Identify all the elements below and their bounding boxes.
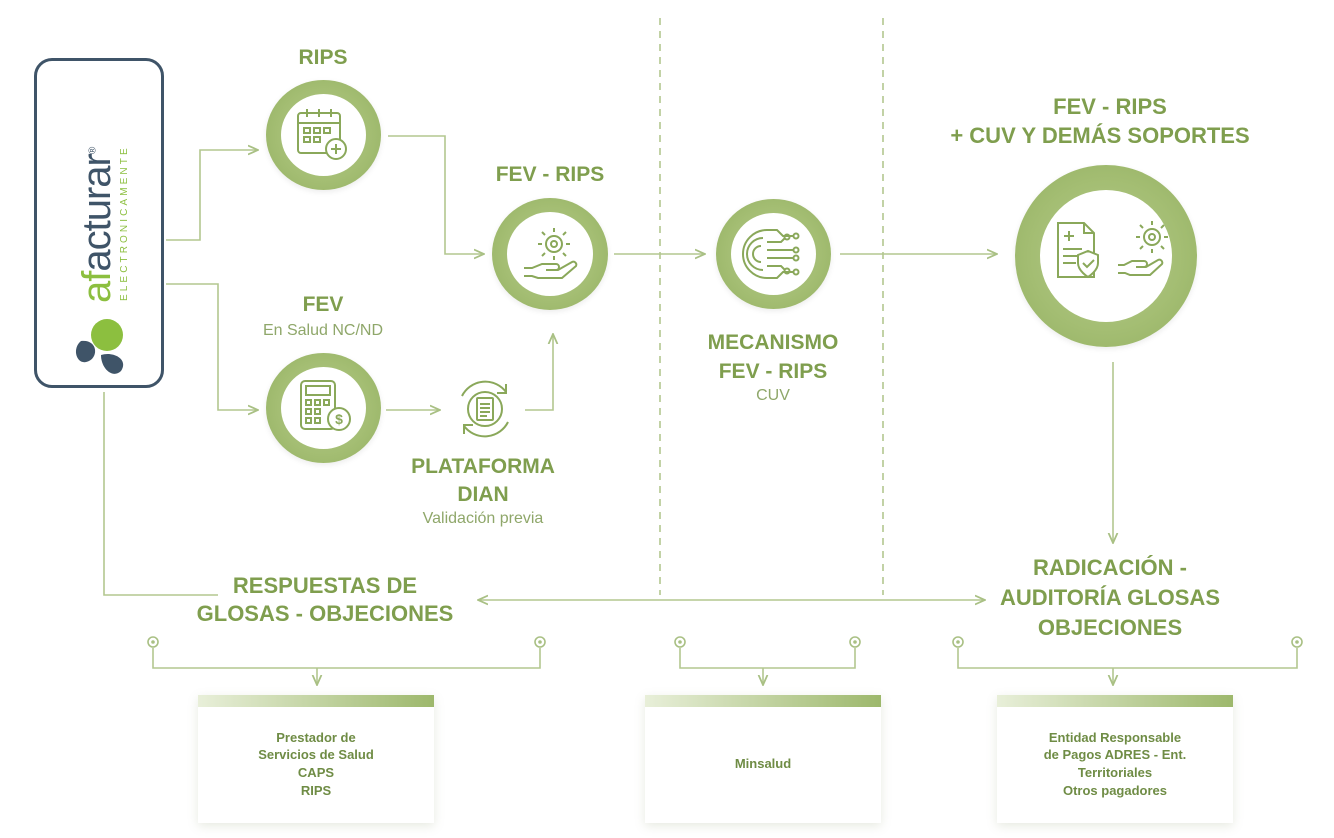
card-entidad: Entidad Responsable de Pagos ADRES - Ent… bbox=[997, 695, 1233, 823]
rips-title: RIPS bbox=[298, 46, 348, 69]
document-shield-gear-hand-icon bbox=[1057, 221, 1168, 279]
logo-mark-icon bbox=[75, 319, 124, 374]
plataforma-title-line2: DIAN bbox=[457, 483, 509, 506]
mecanismo-title-line2: FEV - RIPS bbox=[718, 360, 828, 383]
respuestas-line2: GLOSAS - OBJECIONES bbox=[196, 601, 454, 626]
fev-rips-node-inner bbox=[507, 212, 593, 296]
logo-brand-prefix: af bbox=[75, 271, 119, 303]
logo-wordmark: afacturar® bbox=[75, 148, 120, 303]
gear-hand-icon bbox=[524, 228, 578, 279]
fev-subtitle: En Salud NC/ND bbox=[262, 322, 384, 339]
radicacion-line1: RADICACIÓN - bbox=[1033, 555, 1187, 580]
fev-title: FEV bbox=[302, 293, 344, 316]
svg-text:$: $ bbox=[335, 411, 343, 427]
card-prestador: Prestador de Servicios de Salud CAPS RIP… bbox=[198, 695, 434, 823]
plataforma-subtitle: Validación previa bbox=[422, 510, 544, 527]
logo-tagline: ELECTRONICAMENTE bbox=[119, 145, 130, 301]
card-text: Entidad Responsable de Pagos ADRES - Ent… bbox=[1043, 729, 1187, 798]
mecanismo-subtitle: CUV bbox=[756, 387, 790, 404]
soportes-title-line2: + CUV Y DEMÁS SOPORTES bbox=[950, 123, 1250, 148]
card-bar bbox=[645, 695, 881, 707]
document-cycle-icon bbox=[461, 380, 509, 438]
radicacion-line2: AUDITORÍA GLOSAS bbox=[999, 585, 1220, 610]
plataforma-title-line1: PLATAFORMA bbox=[411, 455, 555, 478]
mecanismo-node-inner bbox=[731, 213, 816, 295]
fev-rips-title: FEV - RIPS bbox=[495, 163, 605, 186]
card-text: Minsalud bbox=[734, 756, 792, 772]
afacturar-logo: afacturar® ELECTRONICAMENTE bbox=[34, 58, 164, 388]
mecanismo-title-line1: MECANISMO bbox=[707, 331, 839, 354]
calendar-medical-icon bbox=[297, 109, 347, 160]
soportes-node-inner bbox=[1040, 190, 1172, 322]
card-bar bbox=[198, 695, 434, 707]
logo-brand-main: acturar bbox=[75, 154, 119, 272]
card-bar bbox=[997, 695, 1233, 707]
card-minsalud: Minsalud bbox=[645, 695, 881, 823]
soportes-title-line1: FEV - RIPS bbox=[1053, 94, 1167, 119]
circuit-brain-icon bbox=[742, 229, 800, 279]
respuestas-line1: RESPUESTAS DE bbox=[232, 573, 418, 598]
calculator-money-icon: $ bbox=[300, 380, 351, 431]
card-text: Prestador de Servicios de Salud CAPS RIP… bbox=[258, 729, 374, 798]
logo-registered: ® bbox=[87, 147, 99, 155]
rips-node-inner bbox=[281, 94, 366, 176]
radicacion-line3: OBJECIONES bbox=[1037, 615, 1183, 640]
